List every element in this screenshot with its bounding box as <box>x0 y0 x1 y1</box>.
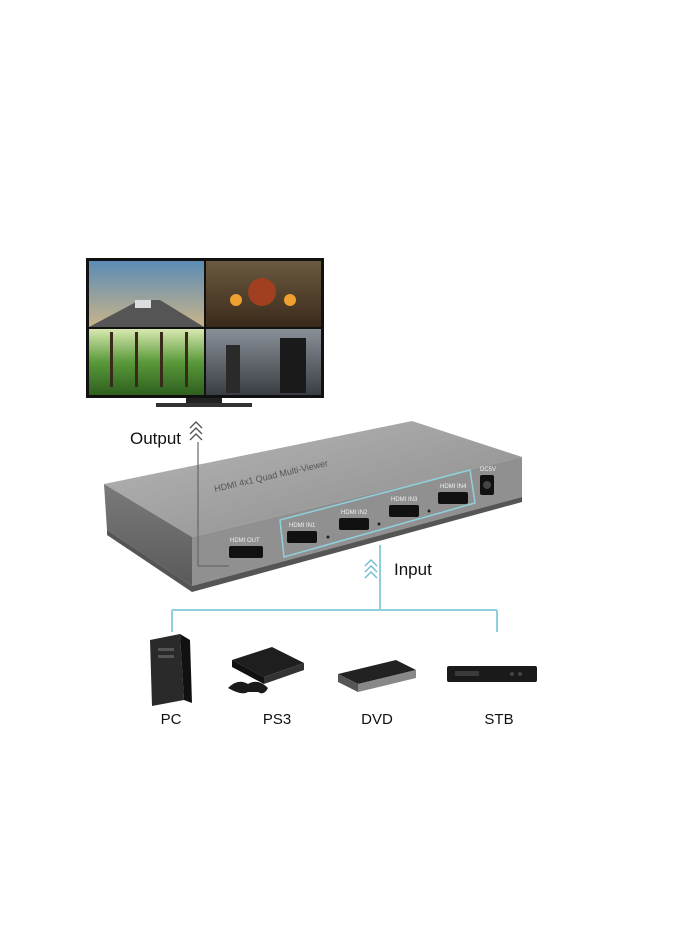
svg-text:HDMI IN4: HDMI IN4 <box>440 484 467 490</box>
hdmi-in2-port: HDMI IN2 <box>339 510 369 530</box>
source-label-pc: PC <box>160 711 182 728</box>
power-port: DC5V <box>480 467 496 495</box>
tv-stand-base <box>156 403 252 407</box>
svg-text:HDMI IN1: HDMI IN1 <box>289 523 316 529</box>
input-highlight-box <box>279 469 476 558</box>
game-console-icon <box>228 647 304 694</box>
hdmi-in1-port: HDMI IN1 <box>287 523 317 543</box>
connector-lines <box>171 545 498 632</box>
dvd-player-icon <box>338 660 416 692</box>
input-arrow-icon <box>364 559 378 579</box>
pc-tower-icon <box>150 634 192 706</box>
screen-quadrant-forest <box>89 329 204 395</box>
svg-text:HDMI OUT: HDMI OUT <box>230 538 260 544</box>
tv-stand-neck <box>186 398 222 404</box>
hdmi-in3-port: HDMI IN3 <box>389 497 419 517</box>
set-top-box-icon <box>447 666 537 682</box>
output-arrow-icon <box>189 421 203 441</box>
hdmi-out-port: HDMI OUT <box>229 538 263 558</box>
output-label: Output <box>130 429 182 448</box>
source-label-dvd: DVD <box>361 711 393 728</box>
source-label-ps3: PS3 <box>262 711 292 728</box>
tv-screen-quadrants <box>89 261 321 395</box>
input-label: Input <box>394 560 432 579</box>
source-label-stb: STB <box>484 711 514 728</box>
svg-text:HDMI IN2: HDMI IN2 <box>341 510 368 516</box>
hdmi-in4-port: HDMI IN4 <box>438 484 468 504</box>
svg-text:DC5V: DC5V <box>480 467 496 473</box>
svg-text:HDMI IN3: HDMI IN3 <box>391 497 418 503</box>
